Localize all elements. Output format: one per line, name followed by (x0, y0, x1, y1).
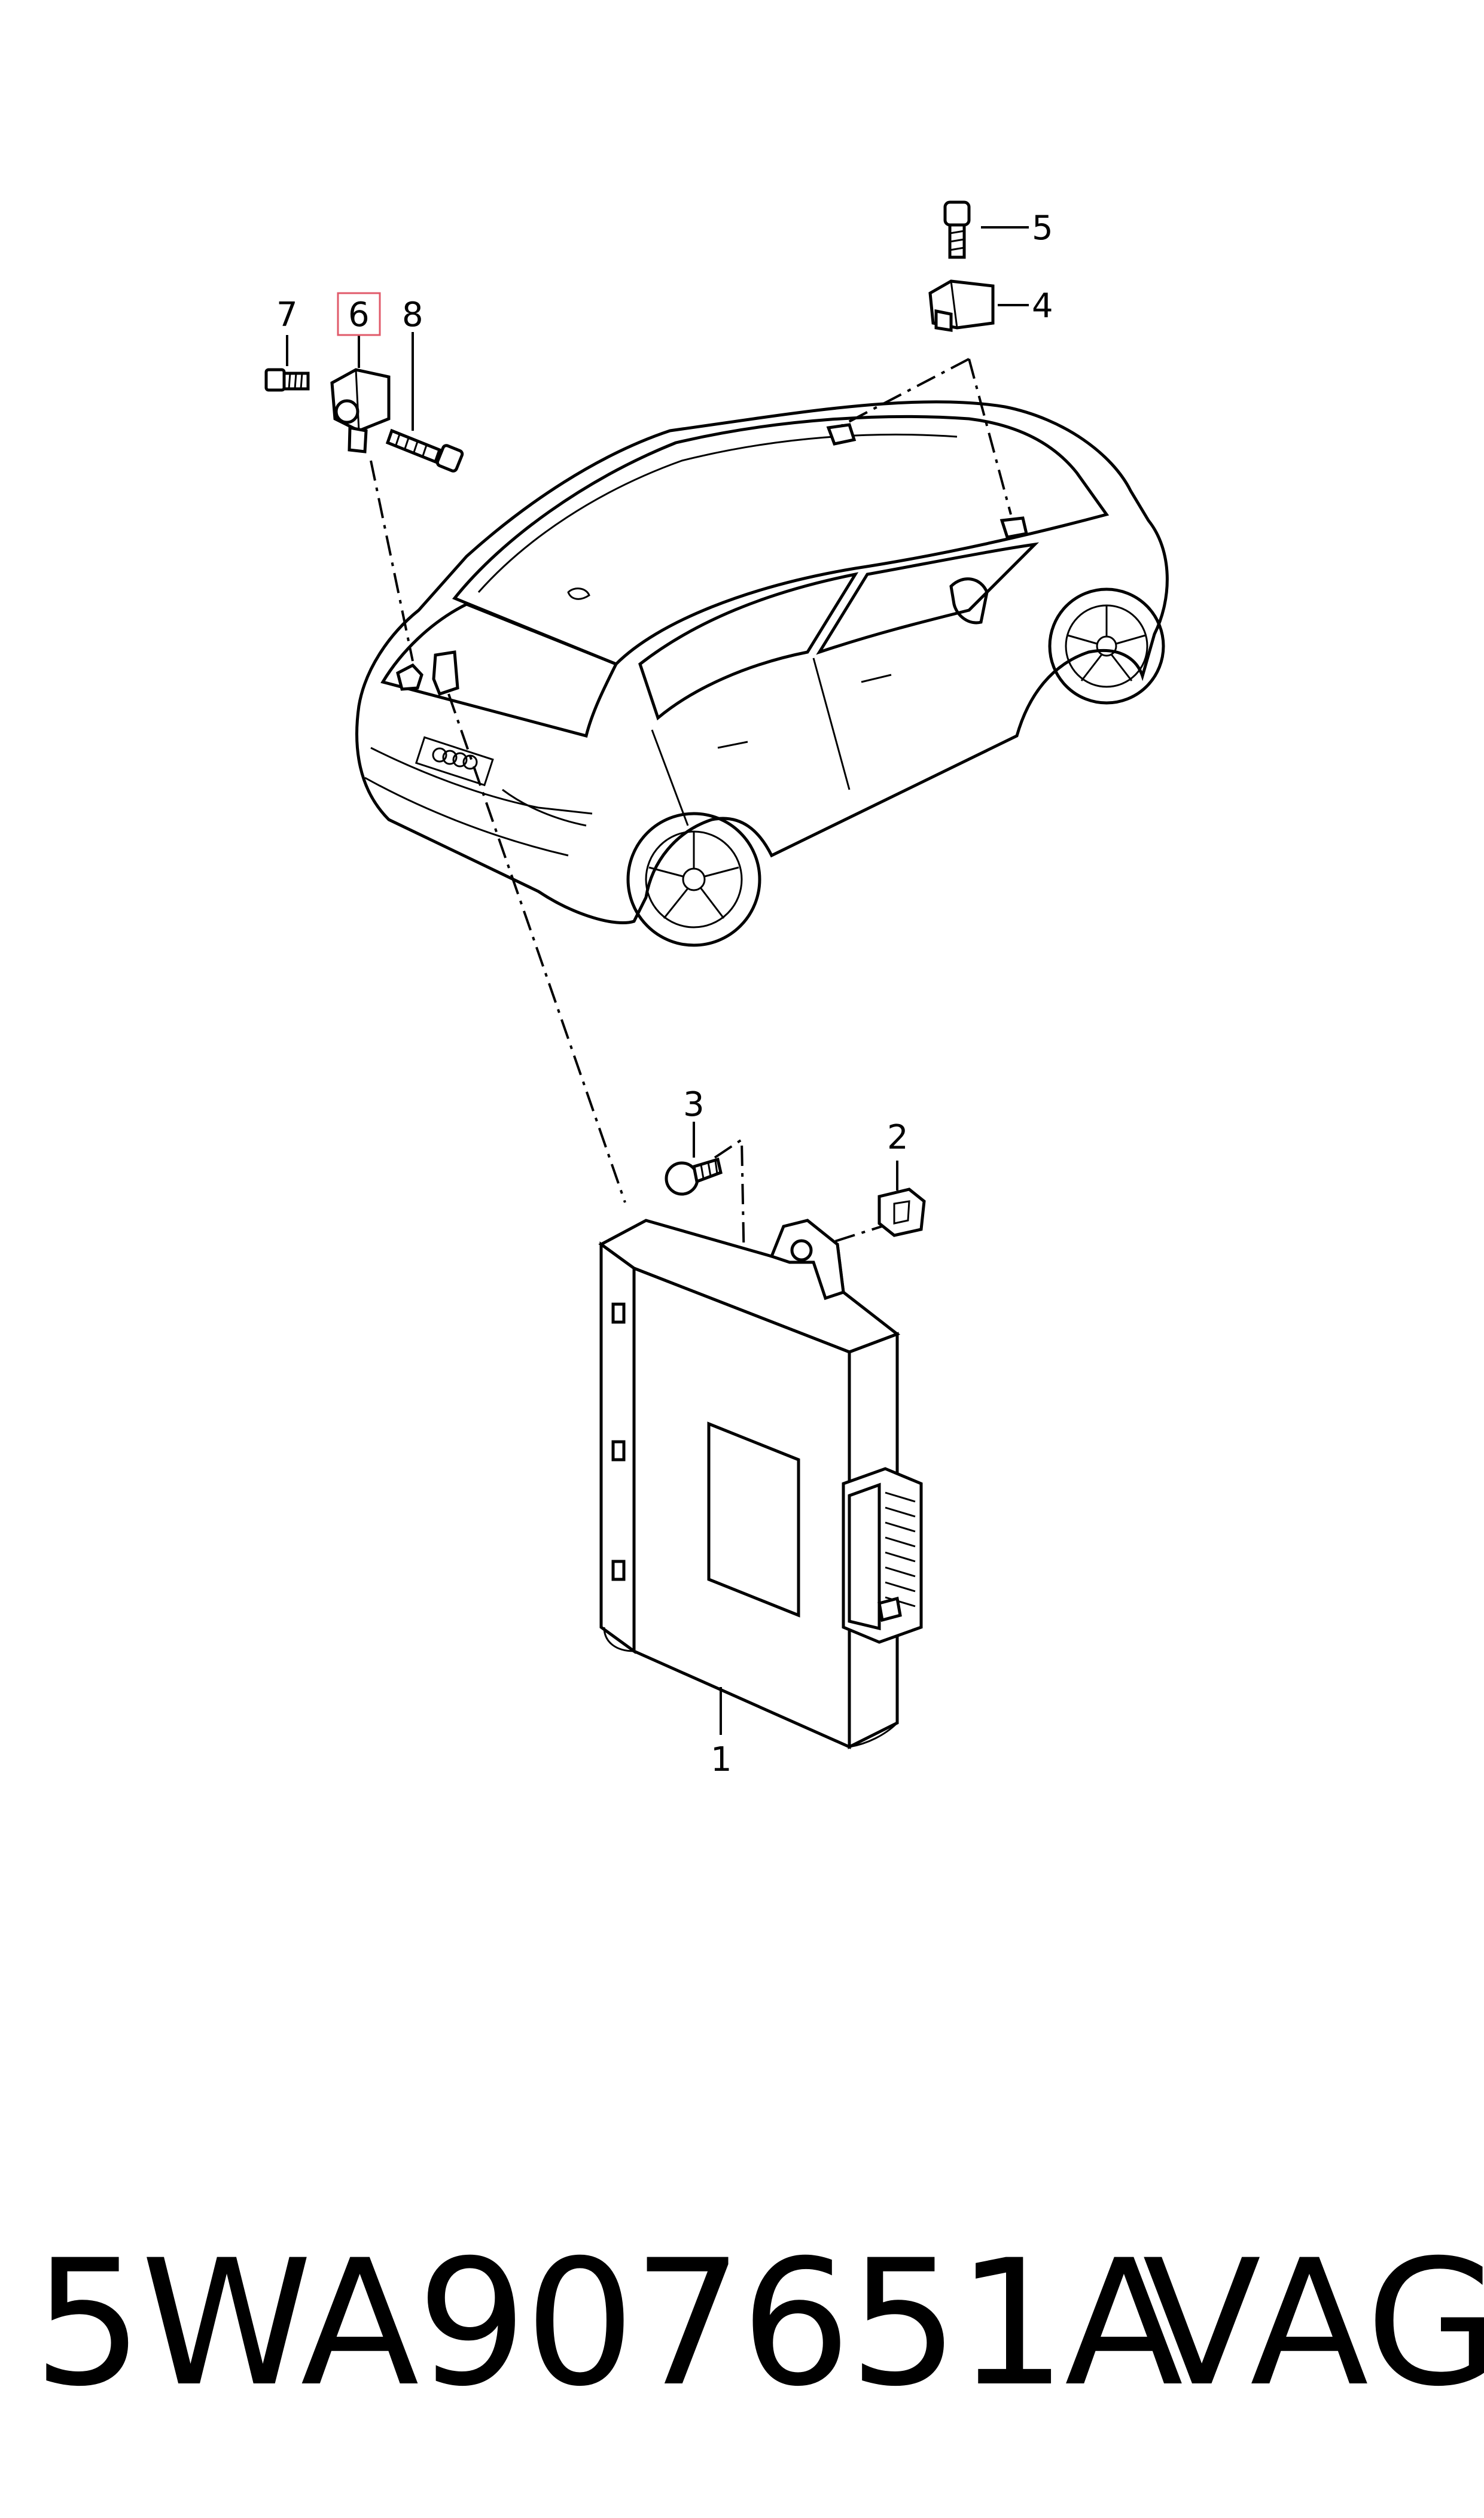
part-8-bolt (385, 428, 464, 473)
part-2-clip (877, 1188, 926, 1237)
callout-8: 8 (402, 296, 423, 334)
callout-3: 3 (683, 1085, 705, 1124)
callout-2: 2 (887, 1118, 909, 1157)
callout-4: 4 (1032, 287, 1053, 325)
car-illustration (355, 400, 1169, 947)
part-7-screw (264, 368, 310, 392)
assembly-lines (370, 358, 1012, 1299)
brand-name: VAG (1142, 2223, 1484, 2425)
callout-7: 7 (276, 296, 298, 334)
part-6-sensor (330, 368, 391, 453)
callout-5: 5 (1032, 209, 1053, 248)
callout-6-highlight (337, 292, 381, 336)
part-number: 5WA907651A (33, 2223, 1183, 2425)
part-5-bolt (943, 200, 971, 259)
callout-1: 1 (711, 1740, 732, 1779)
part-3-bolt (665, 1157, 723, 1196)
part-1-control-module (598, 1219, 923, 1750)
part-4-sensor (928, 279, 995, 332)
callout-6: 6 (348, 296, 370, 334)
